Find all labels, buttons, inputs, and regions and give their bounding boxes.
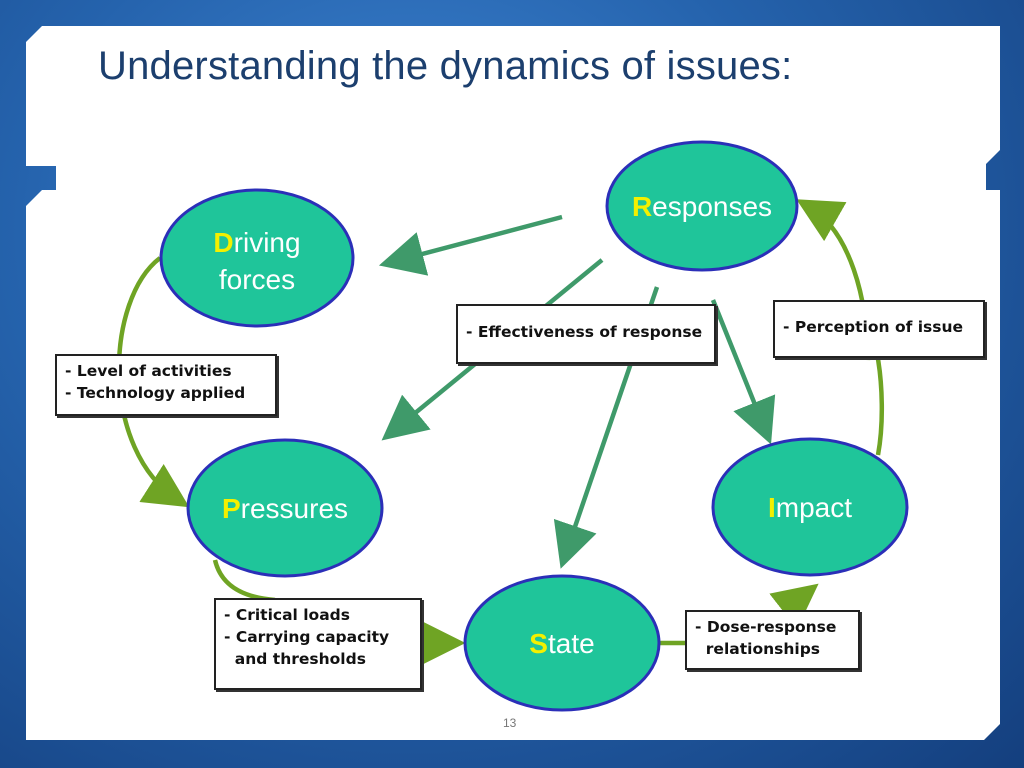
- slide-number: 13: [503, 716, 517, 730]
- svg-text:Responses: Responses: [632, 191, 772, 222]
- node-initial: D: [213, 227, 233, 258]
- title-panel: [26, 26, 1000, 166]
- label-effectiveness: - Effectiveness of response: [456, 304, 716, 364]
- node-driving-forces: Driving forces: [159, 188, 355, 328]
- label-loads: - Critical loads - Carrying capacity and…: [214, 598, 422, 690]
- svg-text:forces: forces: [219, 264, 295, 295]
- arrow-impact-to-responses: [796, 199, 885, 456]
- node-state: State: [463, 574, 661, 712]
- label-perception: - Perception of issue: [773, 300, 985, 358]
- slide-title: Understanding the dynamics of issues:: [98, 44, 793, 88]
- label-activities: - Level of activities - Technology appli…: [55, 354, 277, 416]
- arrow-dose-to-impact: [769, 583, 819, 630]
- arrow-responses-to-impact: [710, 299, 776, 445]
- node-initial: P: [222, 493, 241, 524]
- label-dose: - Dose-response relationships: [685, 610, 860, 670]
- svg-text:Impact: Impact: [768, 492, 852, 523]
- svg-text:Pressures: Pressures: [222, 493, 348, 524]
- node-pressures: Pressures: [186, 438, 384, 578]
- node-responses: Responses: [605, 140, 799, 272]
- node-initial: S: [529, 628, 548, 659]
- arrow-responses-to-driving: [378, 214, 563, 276]
- svg-text:State: State: [529, 628, 594, 659]
- node-initial: I: [768, 492, 776, 523]
- node-impact: Impact: [711, 437, 909, 577]
- svg-text:Driving: Driving: [213, 227, 300, 258]
- node-initial: R: [632, 191, 652, 222]
